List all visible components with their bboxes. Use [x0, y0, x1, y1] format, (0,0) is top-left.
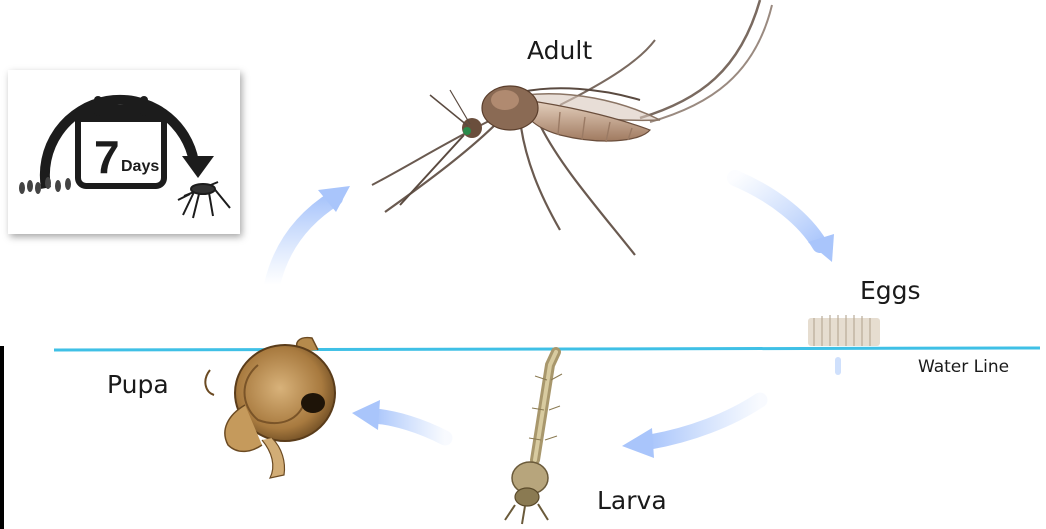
left-edge-bar — [0, 346, 4, 529]
pupa-illustration — [205, 338, 335, 478]
calendar-icon — [8, 70, 240, 234]
water-line-label: Water Line — [918, 357, 1009, 377]
stage-label-eggs: Eggs — [860, 276, 921, 305]
calendar-unit: Days — [121, 158, 159, 176]
calendar-number: 7 — [94, 130, 120, 184]
larva-illustration — [505, 352, 562, 524]
small-mosquito-icon — [178, 182, 230, 218]
stage-label-pupa: Pupa — [107, 370, 169, 399]
water-line — [54, 348, 1040, 350]
stage-label-adult: Adult — [527, 36, 592, 65]
stage-label-larva: Larva — [597, 486, 667, 515]
arrow-pupa-to-adult — [272, 186, 350, 285]
arrow-eggs-to-larva — [622, 400, 760, 458]
eggs-illustration — [808, 315, 880, 346]
arrow-adult-to-eggs — [735, 178, 834, 262]
arrow-larva-to-pupa — [352, 400, 445, 438]
calendar-card: 7 Days — [8, 70, 240, 234]
